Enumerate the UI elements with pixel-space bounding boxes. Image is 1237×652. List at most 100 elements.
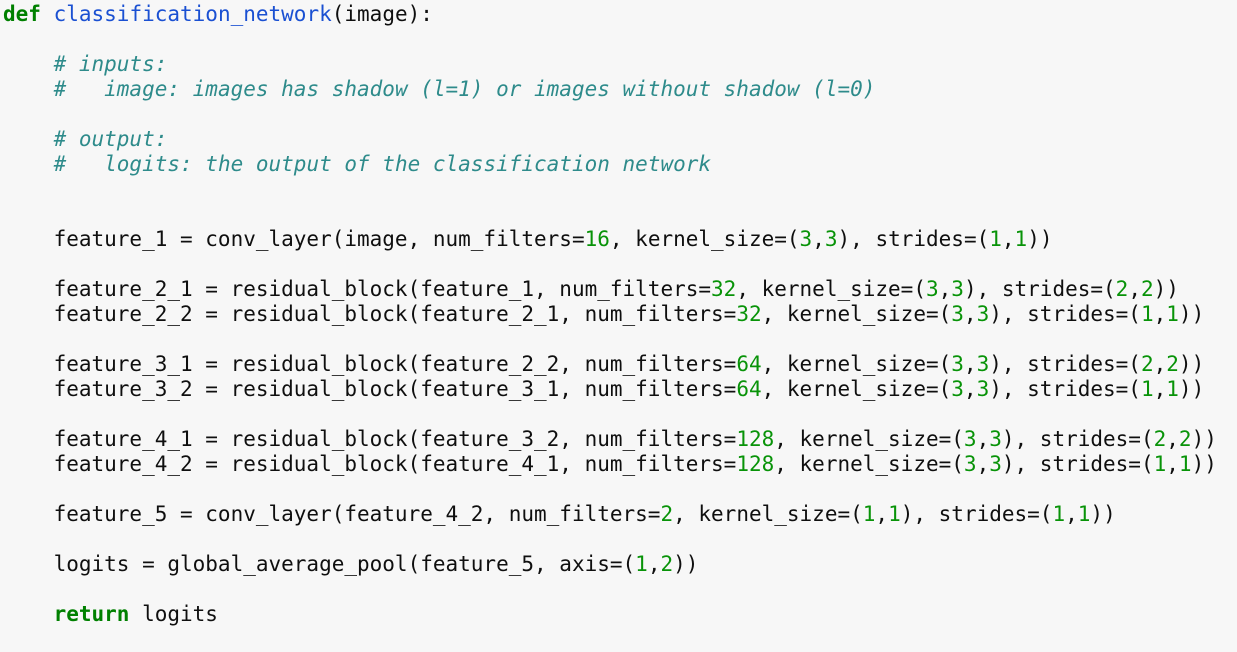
token-text: feature_2_1 = residual_block(feature_1, … (3, 277, 712, 301)
token-comment: # image: images has shadow (l=1) or imag… (53, 77, 876, 101)
token-number: 1 (989, 227, 1002, 251)
token-text (3, 52, 54, 76)
token-number: 3 (963, 427, 977, 451)
code-line: feature_5 = conv_layer(feature_4_2, num_… (3, 502, 1237, 527)
token-text: )) (1178, 302, 1205, 326)
code-line: return logits (3, 602, 1237, 627)
token-number: 128 (736, 452, 775, 476)
token-keyword: def (3, 2, 41, 26)
token-text: ), strides=( (837, 227, 990, 251)
code-line (3, 577, 1237, 602)
token-text: ), strides=( (1001, 427, 1154, 451)
token-number: 1 (1153, 452, 1167, 476)
token-text: , (963, 377, 977, 401)
token-text (3, 127, 54, 151)
token-number: 3 (951, 277, 964, 301)
token-number: 2 (660, 552, 674, 576)
token-text: ), strides=( (989, 302, 1141, 326)
code-line: # logits: the output of the classificati… (3, 152, 1237, 177)
code-line (3, 102, 1237, 127)
token-number: 1 (1178, 452, 1192, 476)
token-number: 1 (862, 502, 876, 526)
token-text: )) (1027, 227, 1053, 251)
token-function-name: classification_network (53, 2, 332, 26)
token-number: 1 (635, 552, 648, 576)
token-number: 2 (1178, 427, 1192, 451)
token-text: , (647, 552, 661, 576)
token-text: feature_3_2 = residual_block(feature_3_1… (3, 377, 737, 401)
token-number: 16 (584, 227, 610, 251)
token-number: 3 (824, 227, 838, 251)
token-text: , (963, 302, 977, 326)
token-number: 2 (1140, 352, 1154, 376)
token-number: 3 (989, 452, 1002, 476)
token-text: feature_3_1 = residual_block(feature_2_2… (3, 352, 737, 376)
token-text: )) (1178, 377, 1205, 401)
token-text: , kernel_size=( (761, 377, 952, 401)
token-text: ), strides=( (989, 377, 1141, 401)
token-text: )) (1191, 427, 1217, 451)
code-line: feature_3_1 = residual_block(feature_2_2… (3, 352, 1237, 377)
token-number: 3 (799, 227, 813, 251)
token-text: , kernel_size=( (761, 302, 952, 326)
code-line (3, 402, 1237, 427)
token-text: , (1128, 277, 1141, 301)
token-text: , (875, 502, 889, 526)
code-line (3, 202, 1237, 227)
code-line: feature_4_2 = residual_block(feature_4_1… (3, 452, 1237, 477)
token-text: feature_1 = conv_layer(image, num_filter… (3, 227, 585, 251)
token-number: 1 (1014, 227, 1028, 251)
token-number: 32 (711, 277, 737, 301)
token-number: 3 (976, 352, 990, 376)
token-text: feature_4_1 = residual_block(feature_3_2… (3, 427, 737, 451)
token-number: 2 (1115, 277, 1129, 301)
token-number: 64 (736, 377, 762, 401)
code-line (3, 477, 1237, 502)
code-line: feature_2_1 = residual_block(feature_1, … (3, 277, 1237, 302)
token-text: , (1065, 502, 1078, 526)
token-text: feature_5 = conv_layer(feature_4_2, num_… (3, 502, 661, 526)
token-number: 1 (1166, 377, 1179, 401)
token-text (3, 602, 54, 626)
token-number: 2 (1153, 427, 1167, 451)
token-text: logits (129, 602, 218, 626)
token-comment: # output: (53, 127, 168, 151)
token-text: , (976, 452, 990, 476)
code-line: logits = global_average_pool(feature_5, … (3, 552, 1237, 577)
token-text: , kernel_size=( (609, 227, 800, 251)
code-line (3, 27, 1237, 52)
token-text: ), strides=( (963, 277, 1116, 301)
token-number: 2 (660, 502, 674, 526)
token-text (3, 77, 54, 101)
token-text: , (1153, 302, 1167, 326)
token-number: 2 (1166, 352, 1179, 376)
code-line: # image: images has shadow (l=1) or imag… (3, 77, 1237, 102)
token-text: ), strides=( (900, 502, 1053, 526)
token-number: 3 (963, 452, 977, 476)
code-line: feature_3_2 = residual_block(feature_3_1… (3, 377, 1237, 402)
token-text: )) (1178, 352, 1205, 376)
code-line (3, 252, 1237, 277)
token-text: , (812, 227, 825, 251)
token-text: )) (1090, 502, 1116, 526)
token-text: logits = global_average_pool(feature_5, … (3, 552, 636, 576)
token-number: 2 (1140, 277, 1154, 301)
token-text: , kernel_size=( (673, 502, 863, 526)
token-keyword: return (53, 602, 130, 626)
token-text (41, 2, 54, 26)
token-number: 32 (736, 302, 762, 326)
token-text: , (963, 352, 977, 376)
token-number: 1 (888, 502, 901, 526)
code-line (3, 527, 1237, 552)
token-number: 3 (989, 427, 1002, 451)
token-number: 3 (976, 377, 990, 401)
token-number: 64 (736, 352, 762, 376)
token-number: 128 (736, 427, 775, 451)
code-line (3, 627, 1237, 652)
token-number: 3 (951, 302, 964, 326)
token-text: feature_4_2 = residual_block(feature_4_1… (3, 452, 737, 476)
token-text: , (976, 427, 990, 451)
token-text: , kernel_size=( (774, 427, 964, 451)
